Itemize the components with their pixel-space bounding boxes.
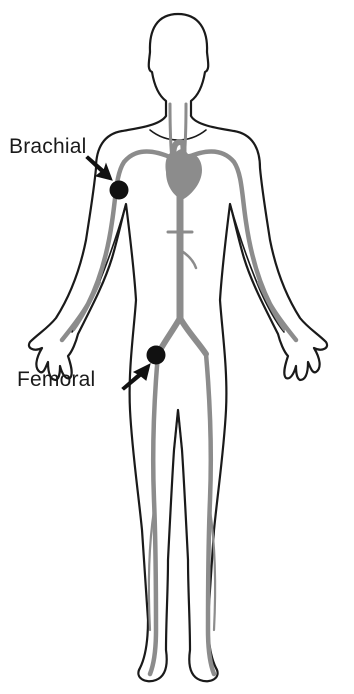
brachial-pulse-point [110, 181, 129, 200]
femoral-label: Femoral [17, 368, 95, 391]
head [149, 14, 209, 121]
brachial-label: Brachial [9, 135, 86, 158]
femoral-pulse-point [147, 346, 166, 365]
human-body-outline [29, 14, 327, 681]
